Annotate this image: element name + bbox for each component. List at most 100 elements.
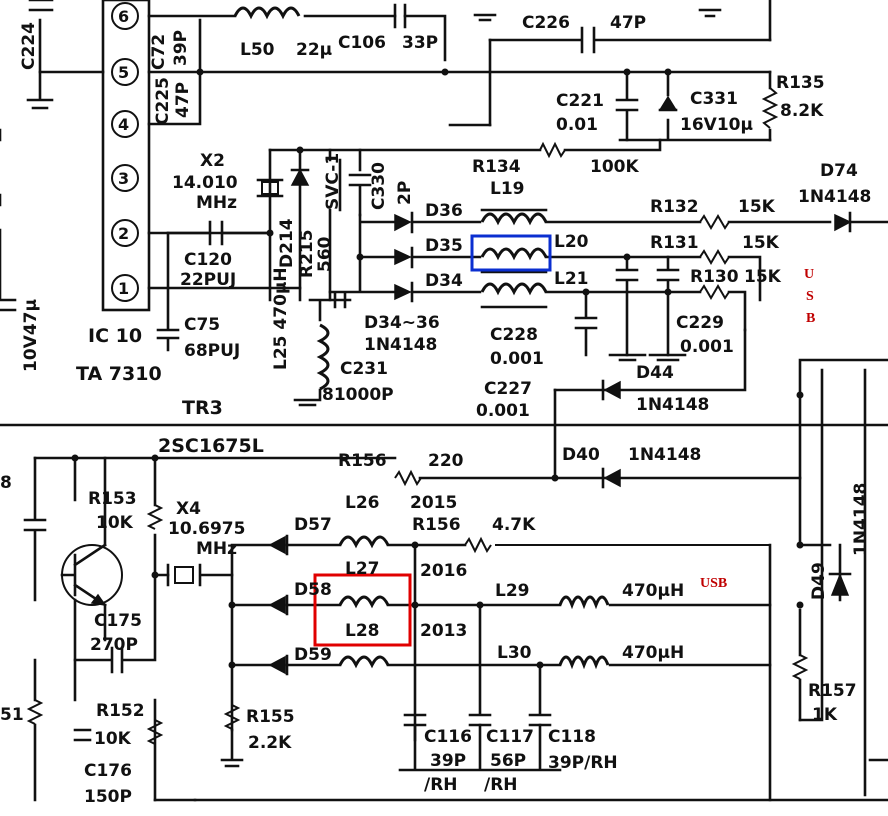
svc-label: SVC-1 — [323, 153, 343, 210]
r215-label: R215 — [297, 229, 317, 278]
x2-unit: MHz — [196, 193, 237, 213]
d34-label: D34 — [425, 271, 463, 291]
pin-4-label: 4 — [118, 115, 129, 134]
l25-label: L25 470μH — [271, 267, 291, 370]
r152-value: 10K — [94, 729, 132, 749]
c225-label: C225 — [153, 77, 173, 125]
x2-frequency: 14.010 — [172, 173, 238, 193]
c225-value: 47P — [173, 82, 193, 118]
r156-bottom-label: R156 — [412, 515, 461, 535]
c330-value: 2P — [395, 181, 415, 205]
c117-value: 56P — [490, 751, 526, 771]
r152-label: R152 — [96, 701, 145, 721]
l29-value: 470μH — [622, 581, 684, 601]
ic-body — [101, 0, 151, 312]
d49-label: D49 — [809, 562, 829, 600]
r135-value: 8.2K — [780, 101, 824, 121]
c176-value: 150P — [84, 787, 132, 807]
r134-label: R134 — [472, 157, 521, 177]
l30-value: 470μH — [622, 643, 684, 663]
ic-name: IC 10 — [88, 325, 142, 347]
r156-bottom-value: 4.7K — [492, 515, 536, 535]
d57-label: D57 — [294, 515, 332, 535]
c117-label: C117 — [486, 727, 534, 747]
l30-label: L30 — [497, 643, 532, 663]
c227-value: 0.001 — [476, 401, 530, 421]
c229-label: C229 — [676, 313, 724, 333]
c330-label: C330 — [369, 162, 389, 210]
d74-label: D74 — [820, 161, 858, 181]
usb-letter-s: S — [806, 289, 814, 304]
l27-label: L27 — [345, 559, 380, 579]
x4-label: X4 — [176, 499, 201, 519]
r131-label: R131 — [650, 233, 699, 253]
r131-value: 15K — [742, 233, 780, 253]
c231-value: 81000P — [322, 385, 394, 405]
l20-blue-highlight — [470, 234, 552, 272]
pin-labels: 6 5 4 3 2 1 — [118, 7, 129, 298]
l50-label: L50 — [240, 40, 275, 60]
d44-label: D44 — [636, 363, 674, 383]
junction-dots — [71, 68, 804, 669]
c176-label: C176 — [84, 761, 132, 781]
c117-rh: /RH — [484, 775, 518, 795]
r157-value: 1K — [812, 705, 838, 725]
d59-label: D59 — [294, 645, 332, 665]
x2-label: X2 — [200, 151, 225, 171]
node-2016: 2016 — [420, 561, 467, 581]
c331-label: C331 — [690, 89, 738, 109]
r132-value: 15K — [738, 197, 776, 217]
l20-label: L20 — [554, 232, 589, 252]
d35-label: D35 — [425, 236, 463, 256]
c75-value: 68PUJ — [184, 341, 240, 361]
ic-pins — [111, 2, 139, 302]
d34-36-label: D34~36 — [364, 313, 440, 333]
c120-value: 22PUJ — [180, 270, 236, 290]
pin-5-label: 5 — [118, 63, 129, 82]
r215-value: 560 — [315, 236, 335, 272]
pin-3-label: 3 — [118, 169, 129, 188]
l50-value: 22μ — [296, 40, 332, 60]
c116-label: C116 — [424, 727, 472, 747]
r157-label: R157 — [808, 681, 857, 701]
x4-frequency: 10.6975 — [168, 519, 245, 539]
r156-top-value: 220 — [428, 451, 464, 471]
usb-letter-u: U — [804, 267, 814, 282]
l27-l28-red-highlight — [313, 573, 412, 647]
r155-label: R155 — [246, 707, 295, 727]
c231-label: C231 — [340, 359, 388, 379]
r153-value: 10K — [96, 513, 134, 533]
d40-label: D40 — [562, 445, 600, 465]
l19-label: L19 — [490, 179, 525, 199]
c106-value: 33P — [402, 33, 438, 53]
c116-rh: /RH — [424, 775, 458, 795]
c228-label: C228 — [490, 325, 538, 345]
node-2015: 2015 — [410, 493, 457, 513]
d58-label: D58 — [294, 580, 332, 600]
node-2013: 2013 — [420, 621, 467, 641]
c75-label: C75 — [184, 315, 220, 335]
r8-label: 8 — [0, 473, 12, 493]
c229-value: 0.001 — [680, 337, 734, 357]
c221-value: 0.01 — [556, 115, 598, 135]
r130-value: 15K — [744, 267, 782, 287]
c72-value: 39P — [171, 30, 191, 66]
d44-part: 1N4148 — [636, 395, 709, 415]
x4-unit: MHz — [196, 539, 237, 559]
r156-top-label: R156 — [338, 451, 387, 471]
c72-label: C72 — [149, 34, 169, 70]
c120-label: C120 — [184, 250, 232, 270]
usb-letter-b: B — [806, 311, 815, 326]
c227-label: C227 — [484, 379, 532, 399]
c116-value: 39P — [430, 751, 466, 771]
c226-label: C226 — [522, 13, 570, 33]
c226-value: 47P — [610, 13, 646, 33]
r153-label: R153 — [88, 489, 137, 509]
c224-label: C224 — [19, 22, 39, 70]
r130-label: R130 — [690, 267, 739, 287]
c106-label: C106 — [338, 33, 386, 53]
c221-label: C221 — [556, 91, 604, 111]
c175-label: C175 — [94, 611, 142, 631]
usb-inline-annotation: USB — [700, 576, 727, 591]
